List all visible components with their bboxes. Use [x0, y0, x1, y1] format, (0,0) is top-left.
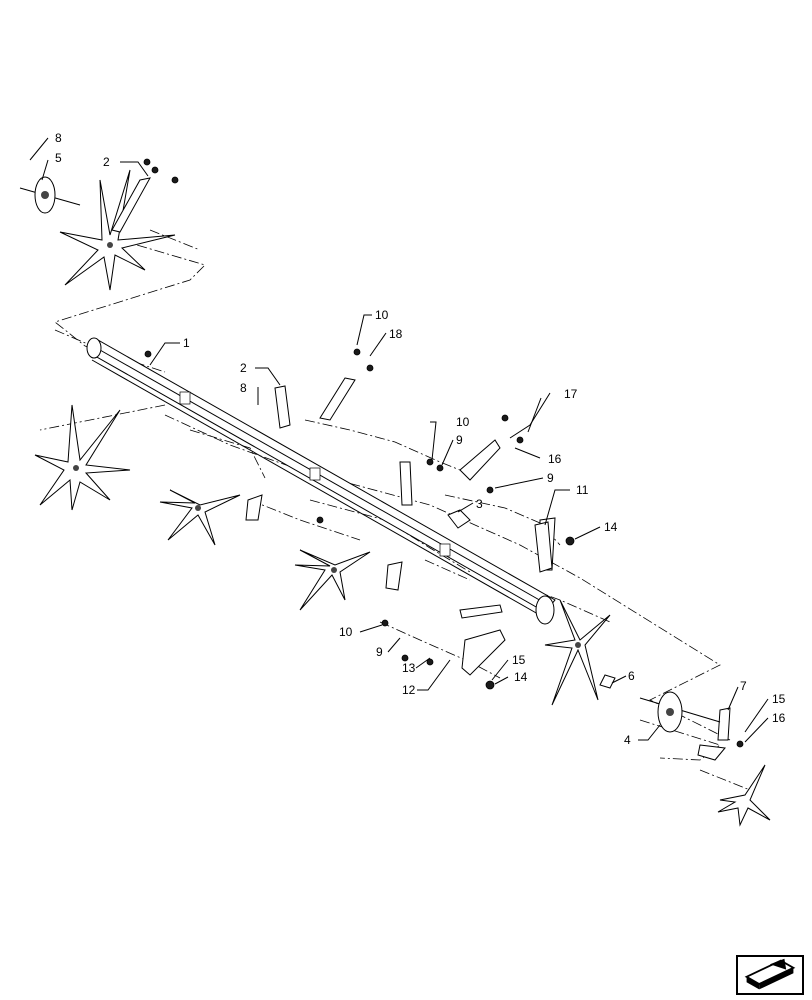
spider-star-right — [544, 599, 611, 706]
callout-17: 17 — [564, 387, 578, 401]
callout-11: 11 — [576, 483, 589, 497]
callout-12: 12 — [402, 683, 416, 697]
callout-2-top: 2 — [103, 155, 110, 169]
callout-8-top-left: 8 — [55, 131, 62, 145]
support-arms — [111, 177, 731, 761]
callout-10-bottom: 10 — [339, 625, 353, 639]
callout-16-right: 16 — [772, 711, 786, 725]
callout-13: 13 — [402, 661, 416, 675]
callout-16-top: 16 — [548, 452, 562, 466]
callout-9-middle: 9 — [547, 471, 554, 485]
callout-3: 3 — [476, 497, 483, 511]
fasteners — [143, 158, 744, 748]
callout-10-top: 10 — [375, 308, 389, 322]
spider-star-bottom-right — [717, 764, 771, 827]
reel-tube-assembly — [86, 337, 556, 625]
callout-8-middle: 8 — [240, 381, 247, 395]
left-end-hub — [19, 176, 81, 214]
assembly-guide-lines — [39, 229, 751, 791]
callout-4: 4 — [624, 733, 631, 747]
spider-star-left-middle — [34, 404, 131, 511]
right-end-hub — [639, 691, 721, 733]
callout-1: 1 — [183, 336, 190, 350]
callout-9-bottom: 9 — [376, 645, 383, 659]
next-page-arrow-icon — [744, 958, 796, 990]
belt-part — [534, 521, 553, 573]
spider-star-center-left — [159, 489, 241, 546]
spider-star-center — [294, 549, 371, 611]
callout-10-middle: 10 — [456, 415, 470, 429]
callout-labels: 8 5 2 1 2 8 10 18 10 9 17 16 9 11 3 14 1… — [55, 131, 786, 747]
callout-14-bottom: 14 — [514, 670, 528, 684]
callout-15-right: 15 — [772, 692, 786, 706]
callout-leaders — [29, 137, 769, 743]
callout-14-top: 14 — [604, 520, 618, 534]
callout-15-bottom: 15 — [512, 653, 526, 667]
callout-7: 7 — [740, 679, 747, 693]
callout-9-top: 9 — [456, 433, 463, 447]
callout-5: 5 — [55, 151, 62, 165]
callout-2-middle: 2 — [240, 361, 247, 375]
callout-6: 6 — [628, 669, 635, 683]
next-page-button[interactable] — [736, 955, 804, 995]
callout-18: 18 — [389, 327, 403, 341]
